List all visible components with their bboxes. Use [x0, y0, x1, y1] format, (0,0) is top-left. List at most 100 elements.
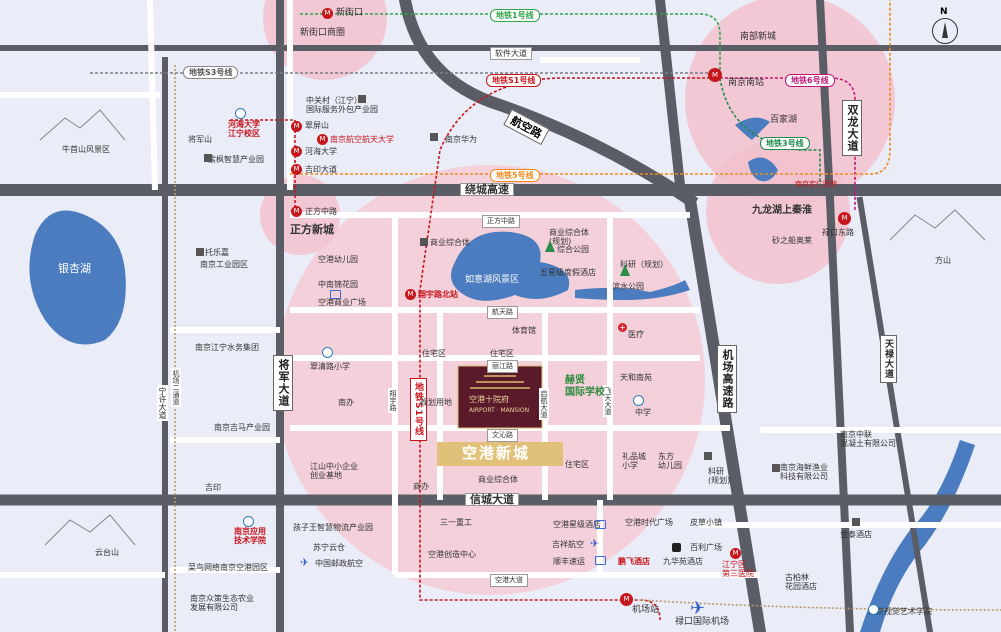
road-tag-ring: 绕城高速 — [460, 183, 514, 196]
lake-ruyi — [451, 231, 570, 301]
area-kongtong: 空港创造中心 — [428, 550, 476, 559]
station-lulvdong: 禄口东路 — [822, 228, 854, 237]
area-shangyan: 南办 — [338, 398, 354, 407]
area-niushou: 牛首山风景区 — [62, 145, 110, 154]
road-tag-zhengfang-mid: 正方中路 — [482, 215, 520, 228]
area-zhuzhai-left: 住宅区 — [422, 349, 446, 358]
area-bailian: 百利广场 — [690, 543, 722, 552]
area-yuwen: 空港商业广场 — [318, 298, 366, 307]
station-jianxing: 翠屏山 — [305, 121, 329, 130]
station-xinjiekou-icon: M — [322, 8, 333, 19]
station-xiangyu: 翔宇路北站 — [418, 290, 458, 299]
road-tag-shuanglong: 双龙大道 — [842, 100, 862, 156]
road-tag-feitian: 飞天大道 — [603, 385, 613, 417]
building-icon-2 — [430, 133, 438, 141]
area-yunduan: 云台山 — [95, 548, 119, 557]
area-keyan: 科研（规划） — [620, 260, 668, 269]
area-shuiyan: 翠清路小学 — [310, 362, 350, 371]
road-tag-wenxin: 文沁路 — [487, 429, 518, 442]
building-icon-8 — [704, 452, 712, 460]
area-jiangnan: 南京中联 混凝土有限公司 — [840, 430, 896, 449]
road-tag-xincheng: 信城大道 — [465, 493, 519, 506]
building-icon-6 — [772, 464, 780, 472]
road-top-east — [654, 0, 686, 191]
area-zhengfang-new: 正方新城 — [290, 223, 334, 236]
area-chaoju: 砂之船奥莱 — [772, 236, 812, 245]
metro-line-3-tag: 地铁3号线 — [760, 137, 810, 150]
river-east — [860, 440, 975, 632]
building-icon-3 — [420, 238, 428, 246]
metro-line-s1-tag: 地铁S1号线 — [486, 74, 542, 87]
north-label: N — [940, 7, 948, 17]
area-kongxing: 空港时代广场 — [625, 518, 673, 527]
area-fanhua: 商业综合体 (规划) — [549, 228, 589, 247]
road-tianyin — [856, 196, 934, 632]
north-arrow-icon — [942, 22, 948, 38]
road-shuanglong — [825, 195, 855, 632]
school-icon — [235, 108, 246, 119]
area-jiima: 南京吉马产业园 — [214, 423, 270, 432]
project-logo-sub: AIRPORT · MANSION — [469, 407, 530, 414]
mountain-fangshan — [889, 209, 986, 241]
area-liwu: 礼品城 小学 — [622, 452, 646, 471]
area-shangye: 商业综合体 — [430, 238, 470, 247]
station-hangtian: 南京航空航天大学 — [330, 135, 394, 144]
road-jichang-high — [683, 193, 767, 632]
area-guanhai: 南京宏仁医院 — [795, 180, 837, 188]
area-nanjinghuayi: 南京华为 — [445, 135, 477, 144]
road-tag-tianyin: 天禄大道 — [880, 335, 897, 383]
area-jiulonghu: 九龙湖上秦淮 — [752, 205, 812, 216]
school-icon-2 — [243, 516, 254, 527]
area-jiadian: 空港星级酒店 — [553, 520, 601, 529]
area-sanyixin: 三一重工 — [440, 518, 472, 527]
station-nanjingnan: 南京南站 — [728, 78, 765, 88]
road-tag-hangtian: 启航大道 — [539, 388, 549, 420]
road-tag-jichang2: 机场二通道 — [171, 368, 181, 407]
metro-airport-branch — [639, 599, 1001, 611]
area-xiqing: 吉印 — [205, 483, 221, 492]
area-sushu: 苏宁云仓 — [313, 543, 345, 552]
area-zhaopin: 菜鸟网络南京空港园区 — [188, 563, 268, 572]
zhongguo-plane-icon: ✈ — [300, 556, 310, 569]
area-tiyu: 体育馆 — [512, 326, 536, 335]
area-nanbu: 南部新城 — [740, 32, 777, 42]
station-jiangning-icon: M — [730, 548, 741, 559]
area-dongli: 东方 幼儿园 — [658, 452, 682, 471]
mountain-niushou — [39, 109, 126, 141]
area-wuxing: 五星级度假酒店 — [540, 268, 596, 277]
metro-s1-vertical-tag: 地铁S1号线 — [410, 378, 427, 441]
metro-line-s1 — [419, 77, 720, 621]
metro-line-5-tag: 地铁5号线 — [490, 169, 540, 182]
area-gonganshi: 空港幼儿园 — [318, 255, 358, 264]
area-yinxinghu: 银杏湖 — [58, 262, 91, 275]
project-logo-text: 空港十院府 — [469, 395, 509, 404]
area-zhongxiao: 中南锦花园 — [318, 280, 358, 289]
area-shijia: 南京视觉艺术学院 — [868, 607, 932, 616]
metro-line-1 — [300, 13, 721, 78]
road-tag-top: 软件大道 — [490, 47, 532, 60]
area-jiangning-school: 江宁区 第三医院 — [722, 560, 754, 579]
airport-plane-icon: ✈ — [690, 598, 706, 619]
metro-line-5 — [290, 0, 891, 175]
shop-icon-3 — [595, 556, 606, 565]
road-tag-yingyuan: 翔宇路 — [388, 388, 398, 413]
metro-line-s1-branch — [230, 119, 296, 212]
area-jiangsu: 南京众策生态农业 发展有限公司 — [190, 594, 254, 613]
station-jiyin: 吉印大道 — [305, 165, 337, 174]
area-zhongguo: 中国邮政航空 — [315, 559, 363, 568]
station-nanjingnan-icon: M — [708, 68, 722, 82]
building-icon-5 — [204, 154, 212, 162]
station-jiyin-icon: M — [291, 164, 302, 175]
road-tag-jiangjun: 将军大道 — [273, 355, 293, 411]
mountain-sketches — [39, 109, 986, 546]
road-tag-lijiang: 丽江路 — [487, 360, 518, 373]
plane-icon: ✈ — [590, 537, 600, 550]
area-jiuhaoyuan: 九华苑酒店 — [663, 557, 703, 566]
area-guihua: 规划用地 — [420, 398, 452, 407]
area-xiaoxue: 科研 (规划) — [708, 467, 731, 486]
metro-line-6-tag: 地铁6号线 — [785, 74, 835, 87]
area-pengfei: 鹏飞酒店 — [618, 557, 650, 566]
station-zhengfang: 正方中路 — [305, 207, 337, 216]
area-shiji: 孩子王智慧物流产业园 — [293, 523, 373, 532]
